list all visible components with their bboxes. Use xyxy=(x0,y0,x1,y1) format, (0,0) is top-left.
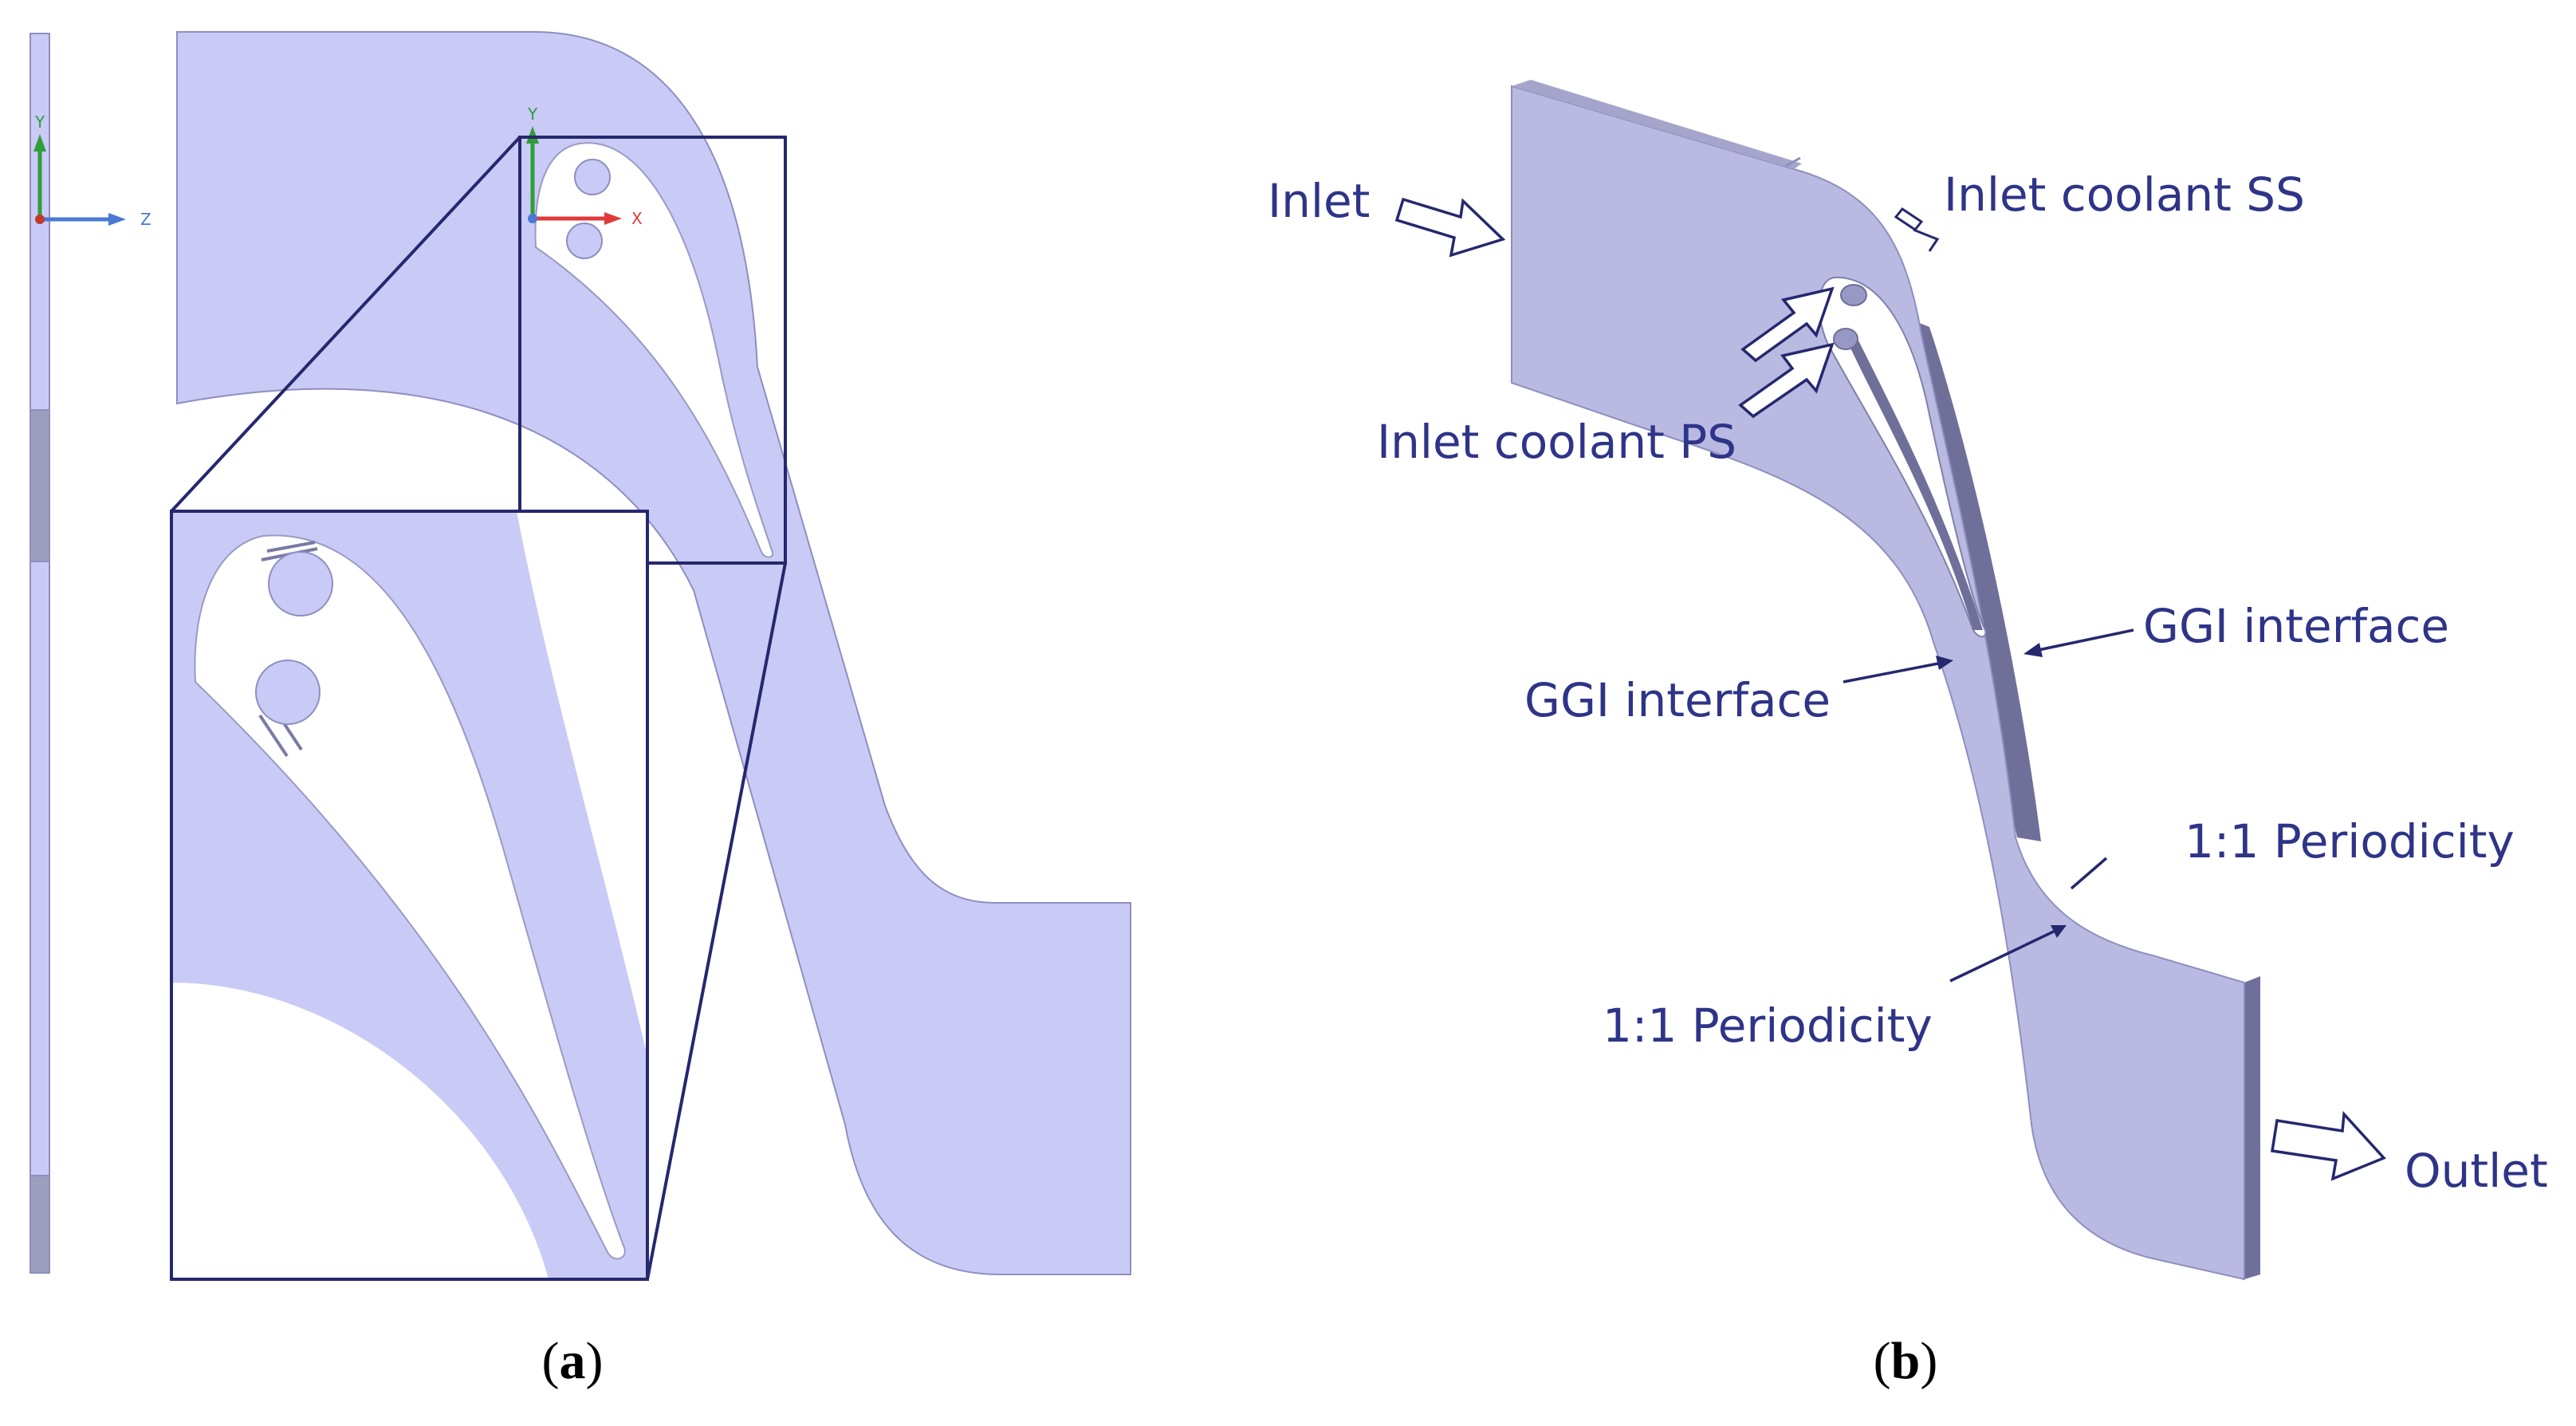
label-inlet: Inlet xyxy=(1268,174,1370,228)
coolant-hole-ss-3d xyxy=(1840,284,1867,306)
fluid-domain-3d xyxy=(1511,85,2245,1281)
panel-b: Inlet Inlet coolant SS Inlet coolant PS … xyxy=(1268,80,2548,1390)
fluid-domain-3d-edge xyxy=(1913,321,2260,1279)
axis-label-y-left: Y xyxy=(34,112,45,132)
caption-a: (a) xyxy=(542,1332,604,1390)
zoom-connector-right xyxy=(646,562,787,1280)
leader-lines xyxy=(1843,628,2134,983)
zoom-selection-box xyxy=(518,136,787,565)
axis-label-z: Z xyxy=(140,210,151,229)
coolant-hole-ps-zoomed xyxy=(255,660,321,725)
label-ggi-interface-right: GGI interface xyxy=(2143,599,2449,653)
label-outlet: Outlet xyxy=(2405,1144,2548,1198)
axis-label-y-top: Y xyxy=(527,104,538,124)
coolant-hole-ps-small xyxy=(566,223,603,259)
coolant-hole-ps-3d xyxy=(1833,328,1858,350)
label-ggi-interface-left: GGI interface xyxy=(1524,673,1831,727)
side-view-strip xyxy=(29,33,50,1274)
fluid-domain-2d xyxy=(176,31,1131,1275)
zoom-inset xyxy=(170,510,649,1281)
coolant-ss-indicator xyxy=(1894,207,1924,232)
axis-triad-yz: Y Z xyxy=(33,112,151,229)
caption-b: (b) xyxy=(1874,1332,1938,1390)
zoom-connector-left xyxy=(170,136,521,513)
coolant-ss-arrow xyxy=(1740,286,1835,363)
label-periodicity-left: 1:1 Periodicity xyxy=(1603,999,1933,1053)
label-periodicity-right: 1:1 Periodicity xyxy=(2185,814,2515,869)
axis-triad-yx: Y X xyxy=(526,104,643,228)
label-inlet-coolant-ss: Inlet coolant SS xyxy=(1944,167,2305,222)
panel-a: Y Z Y X xyxy=(29,31,1131,1390)
coolant-ps-arrow xyxy=(1738,342,1835,419)
inlet-arrow xyxy=(1394,197,1506,258)
label-inlet-coolant-ps: Inlet coolant PS xyxy=(1377,415,1736,469)
axis-label-x: X xyxy=(631,209,643,228)
coolant-hole-ss-small xyxy=(574,159,611,195)
coolant-hole-ss-zoomed xyxy=(268,551,333,616)
outlet-arrow xyxy=(2270,1110,2386,1181)
